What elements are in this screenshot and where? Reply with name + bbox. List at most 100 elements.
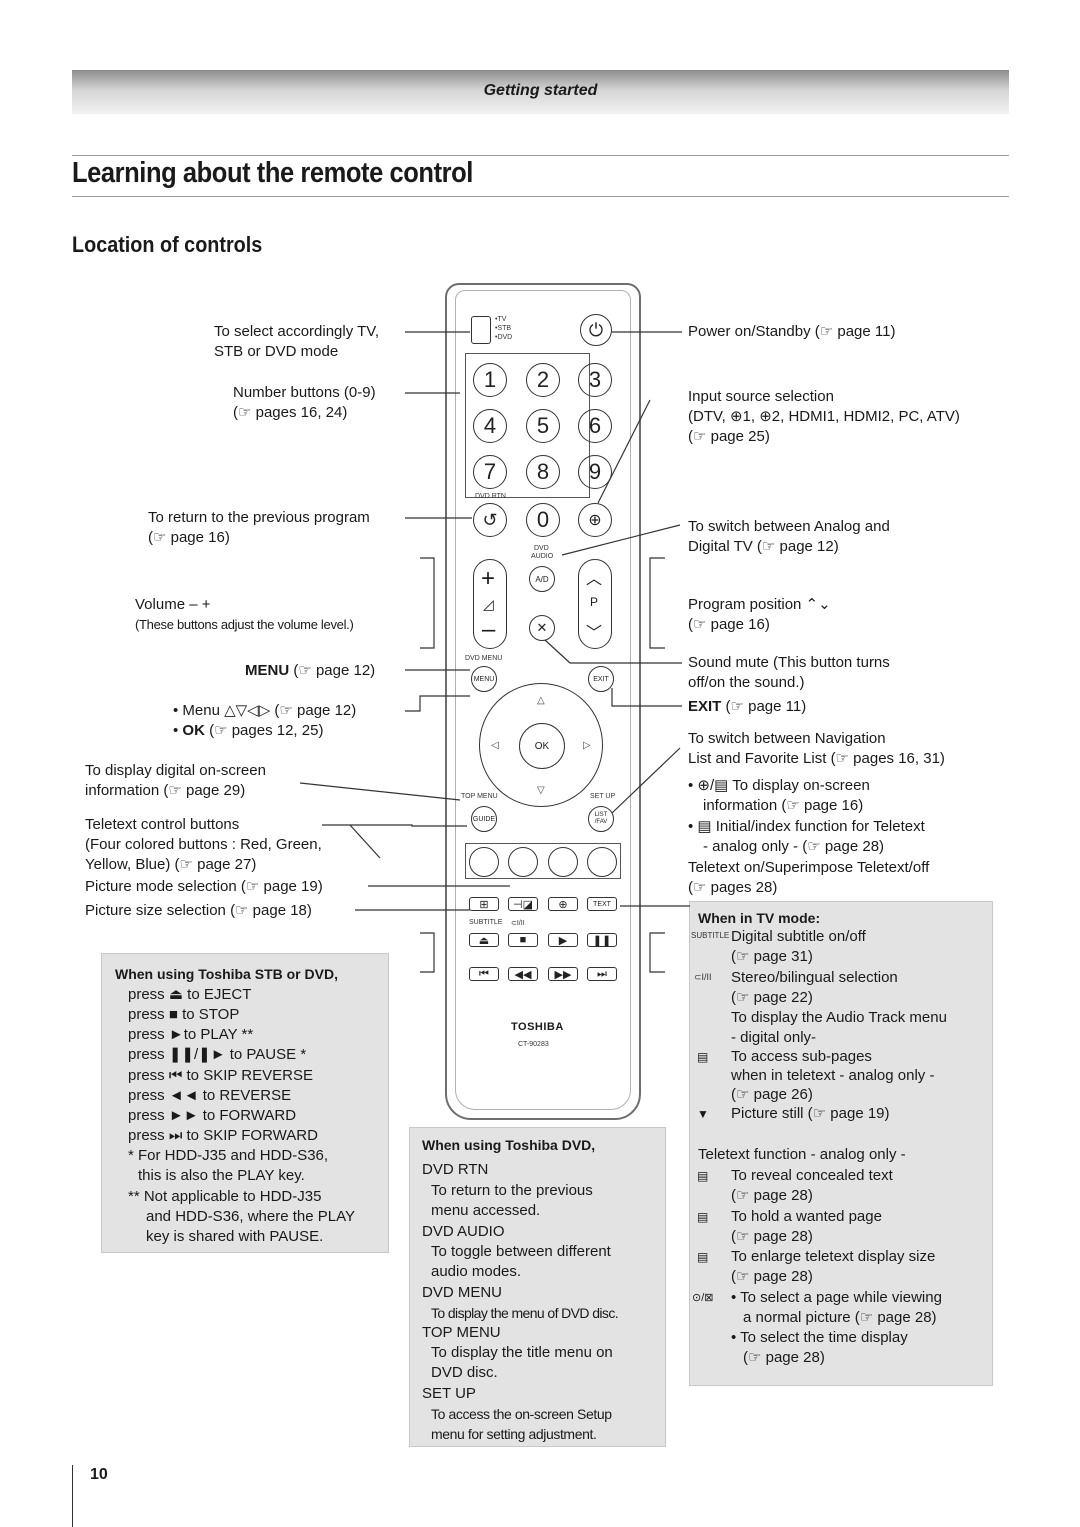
program-label: P (590, 595, 599, 609)
picture-size-button[interactable]: ⊞ (469, 897, 499, 911)
volume-label: Volume – + (135, 596, 211, 613)
input-source-line1: Input source selection (688, 388, 834, 405)
sound-mute-line2: off/on the sound.) (688, 674, 805, 691)
number-8-button[interactable]: 8 (526, 455, 560, 489)
section-header-band: Getting started (72, 70, 1009, 114)
mode-switch[interactable] (471, 316, 491, 344)
navigation-line2: List and Favorite List (☞ pages 16, 31) (688, 750, 945, 767)
reverse-button[interactable]: ◀◀ (508, 967, 538, 981)
menu-button[interactable]: MENU (471, 666, 497, 692)
number-5-button[interactable]: 5 (526, 409, 560, 443)
dvd-audio-desc1: To toggle between different (431, 1243, 611, 1260)
mode-select-line2: STB or DVD mode (214, 343, 339, 360)
stb-skip-forward: press ⏭ to SKIP FORWARD (128, 1127, 318, 1144)
eject-button[interactable]: ⏏ (469, 933, 499, 947)
onscreen-info-line1: • ⊕/▤ To display on-screen (688, 777, 870, 794)
subpage-icon: ▤ (697, 1050, 709, 1064)
number-9-button[interactable]: 9 (578, 455, 612, 489)
stb-dvd-box (101, 953, 389, 1253)
mode-label-dvd: •DVD (495, 334, 513, 341)
number-buttons-line1: Number buttons (0-9) (233, 384, 376, 401)
program-rocker[interactable] (578, 559, 612, 649)
volume-up-icon: + (481, 565, 496, 592)
dvd-rtn-label: DVD RTN (475, 493, 506, 500)
mode-label-tv: •TV (495, 316, 507, 323)
number-4-button[interactable]: 4 (473, 409, 507, 443)
picture-mode-label: Picture mode selection (☞ page 19) (85, 878, 323, 895)
input-source-line3: (☞ page 25) (688, 428, 770, 445)
input-source-button[interactable]: ⊕ (578, 503, 612, 537)
stereo-label: ⊂I/II (511, 920, 525, 927)
fav-label: /FAV (594, 819, 608, 825)
exit-button[interactable]: EXIT (588, 666, 614, 692)
model-number: CT-90283 (518, 1041, 549, 1048)
list-fav-button[interactable]: LIST/FAV (588, 806, 614, 832)
power-button[interactable]: ⏻ (580, 314, 612, 346)
input-source-line2: (DTV, ⊕1, ⊕2, HDMI1, HDMI2, PC, ATV) (688, 408, 960, 425)
ok-button[interactable]: OK (519, 723, 565, 769)
mute-button[interactable]: ✕ (529, 615, 555, 641)
analog-digital-button[interactable]: A/D (529, 566, 555, 592)
number-3-button[interactable]: 3 (578, 363, 612, 397)
dvd-rtn-desc2: menu accessed. (431, 1202, 541, 1219)
exit-label-bold: EXIT (688, 698, 722, 715)
picture-size-label: Picture size selection (☞ page 18) (85, 902, 312, 919)
info-button[interactable]: ⊕ (548, 897, 578, 911)
initial-index-line2: - analog only - (☞ page 28) (703, 838, 885, 855)
teletext-control-line1: Teletext control buttons (85, 816, 240, 833)
forward-button[interactable]: ▶▶ (548, 967, 578, 981)
number-2-button[interactable]: 2 (526, 363, 560, 397)
forward-icon: ▶▶ (554, 968, 572, 981)
number-0-button[interactable]: 0 (526, 503, 560, 537)
program-position-line1: Program position ⌃⌄ (688, 596, 831, 613)
menu-label-bold: MENU (245, 662, 290, 679)
tv-mode-box (689, 901, 993, 1386)
tv-subpage-line1: To access sub-pages (731, 1048, 872, 1065)
number-1-button[interactable]: 1 (473, 363, 507, 397)
menu-label: MENU (☞ page 12) (245, 661, 375, 681)
previous-program-button[interactable]: ↺ (473, 503, 507, 537)
number-6-button[interactable]: 6 (578, 409, 612, 443)
pause-icon: ❚❚ (592, 934, 612, 947)
picture-mode-button[interactable]: ⊣◪ (508, 897, 538, 911)
volume-level-icon: ◿ (483, 596, 494, 612)
yellow-button[interactable] (548, 847, 578, 877)
prev-program-line1: To return to the previous program (148, 509, 370, 526)
mode-label-stb: •STB (495, 325, 512, 332)
blue-button[interactable] (587, 847, 617, 877)
text-button[interactable]: TEXT (587, 897, 617, 911)
stop-button[interactable]: ■ (508, 933, 538, 947)
top-menu-desc1: To display the title menu on (431, 1344, 613, 1361)
pause-button[interactable]: ❚❚ (587, 933, 617, 947)
nav-down-icon[interactable]: ▽ (537, 785, 545, 796)
nav-right-icon[interactable]: ▷ (583, 740, 591, 751)
set-up-label: SET UP (590, 793, 616, 800)
brand-logo: TOSHIBA (511, 1021, 564, 1033)
skip-reverse-button[interactable]: ⏮ (469, 967, 499, 981)
nav-up-icon[interactable]: △ (537, 695, 545, 706)
page-number: 10 (90, 1466, 108, 1483)
program-position-line2: (☞ page 16) (688, 616, 770, 633)
skip-forward-button[interactable]: ⏭ (587, 967, 617, 981)
time-line4: (☞ page 28) (743, 1349, 825, 1366)
picture-still-icon: ▼ (697, 1107, 709, 1121)
teletext-on-line1: Teletext on/Superimpose Teletext/off (688, 859, 930, 876)
tv-subpage-line3: (☞ page 26) (731, 1086, 813, 1103)
number-7-button[interactable]: 7 (473, 455, 507, 489)
guide-button[interactable]: GUIDE (471, 806, 497, 832)
navigation-pad[interactable] (479, 683, 603, 807)
dvd-box (409, 1127, 666, 1447)
tv-stereo-line3: To display the Audio Track menu (731, 1009, 947, 1026)
set-up-head: SET UP (422, 1385, 476, 1402)
nav-left-icon[interactable]: ◁ (491, 740, 499, 751)
volume-rocker[interactable] (473, 559, 507, 649)
play-button[interactable]: ▶ (548, 933, 578, 947)
green-button[interactable] (508, 847, 538, 877)
stb-note2-line1: ** Not applicable to HDD-J35 (128, 1188, 322, 1205)
skip-forward-icon: ⏭ (597, 967, 607, 980)
stop-icon: ■ (519, 934, 527, 946)
stb-note2-line3: key is shared with PAUSE. (146, 1228, 324, 1245)
stb-box-title: When using Toshiba STB or DVD, (115, 966, 338, 982)
red-button[interactable] (469, 847, 499, 877)
